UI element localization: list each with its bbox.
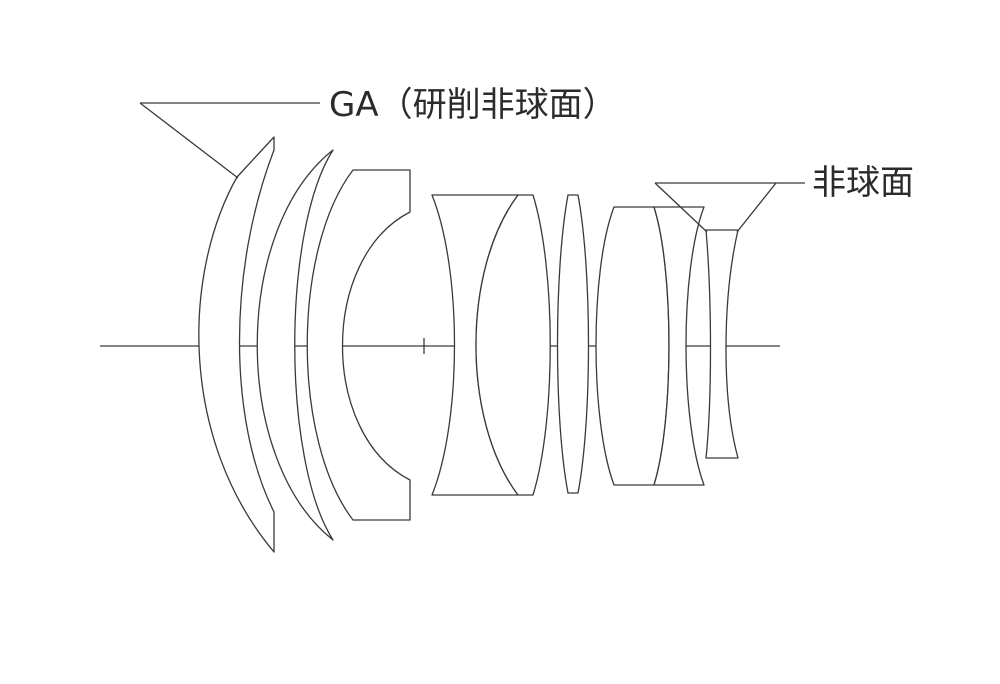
lens-element-5	[475, 194, 551, 496]
aspherical-label: 非球面	[812, 163, 914, 203]
lens-element-9-aspherical	[705, 229, 739, 459]
lens-element-1-ga-aspherical	[198, 136, 275, 553]
aspherical-label-leader-left	[654, 182, 708, 233]
lens-element-8	[653, 206, 705, 486]
aspherical-label-leader-right	[736, 182, 777, 233]
lens-element-7	[595, 206, 670, 486]
lens-element-3	[306, 169, 411, 521]
lens-element-2	[256, 149, 334, 541]
lens-element-6	[556, 194, 590, 494]
ga-label-leader-diagonal	[139, 102, 239, 179]
ga-aspherical-label: GA（研削非球面）	[329, 85, 617, 125]
